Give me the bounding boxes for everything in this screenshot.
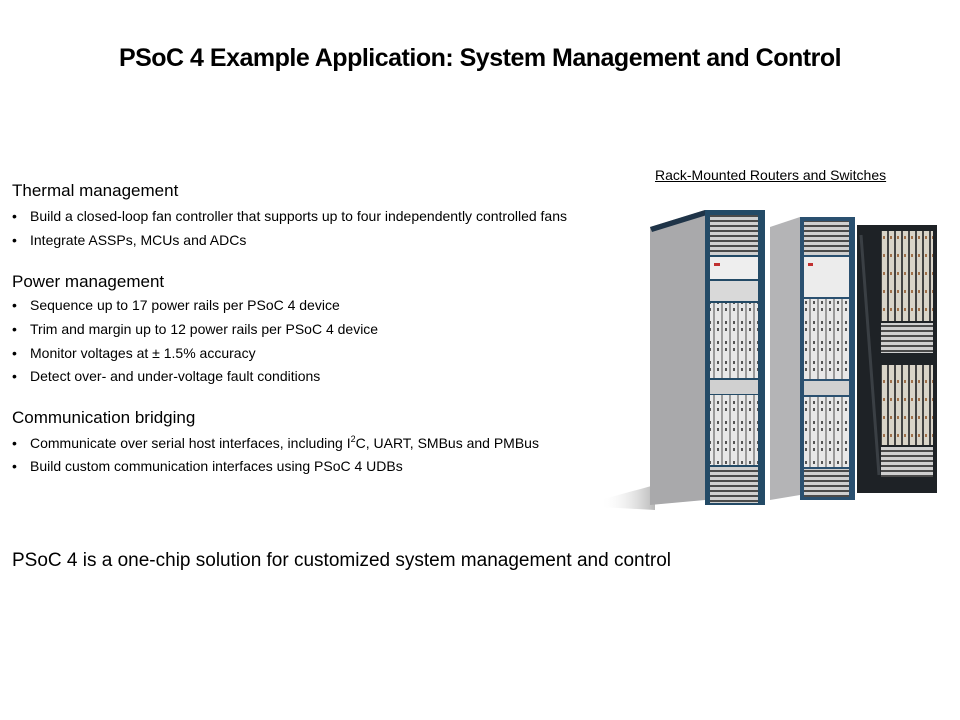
bullet-icon: • — [12, 458, 17, 474]
bullet-icon: • — [12, 208, 17, 224]
bullet-item: • Build a closed-loop fan controller that… — [12, 208, 567, 224]
bullet-item: • Build custom communication interfaces u… — [12, 458, 403, 474]
section-heading-communication: Communication bridging — [12, 408, 196, 427]
bullet-text: C, UART, SMBus and PMBus — [355, 435, 539, 451]
section-heading-thermal: Thermal management — [12, 181, 179, 200]
bullet-text: Integrate ASSPs, MCUs and ADCs — [30, 232, 247, 248]
bullet-item: • Monitor voltages at ± 1.5% accuracy — [12, 345, 256, 361]
section-heading-power: Power management — [12, 272, 165, 291]
rack-1-cards — [710, 303, 758, 378]
bullet-icon: • — [12, 297, 17, 313]
rack-1-vent — [710, 215, 758, 255]
image-caption: Rack-Mounted Routers and Switches — [655, 167, 887, 183]
rack-1-side — [650, 210, 705, 505]
rack-2-side — [770, 217, 800, 500]
bullet-text: Communicate over serial host interfaces,… — [30, 435, 351, 451]
bullet-item: • Trim and margin up to 12 power rails pe… — [12, 321, 378, 337]
bullet-icon: • — [12, 232, 17, 248]
bullet-item: • Integrate ASSPs, MCUs and ADCs — [12, 232, 246, 248]
bullet-item: • Sequence up to 17 power rails per PSoC … — [12, 297, 340, 313]
bullet-text: Detect over- and under-voltage fault con… — [30, 368, 321, 384]
bullet-text: Monitor voltages at ± 1.5% accuracy — [30, 345, 256, 361]
bullet-icon: • — [12, 321, 17, 337]
bullet-text: Build a closed-loop fan controller that … — [30, 208, 568, 224]
bullet-text: Trim and margin up to 12 power rails per… — [30, 321, 379, 337]
bullet-icon: • — [12, 368, 17, 384]
rack-mounted-routers-image — [600, 210, 937, 510]
rack-3-cards — [881, 231, 933, 321]
bullet-item: • Detect over- and under-voltage fault co… — [12, 368, 320, 384]
bullet-text: Sequence up to 17 power rails per PSoC 4… — [30, 297, 340, 313]
summary-statement: PSoC 4 is a one-chip solution for custom… — [12, 550, 671, 571]
bullet-icon: • — [12, 345, 17, 361]
floor-shadow — [600, 485, 655, 510]
superscript: 2 — [350, 434, 356, 444]
slide-title: PSoC 4 Example Application: System Manag… — [118, 44, 842, 72]
bullet-text: Build custom communication interfaces us… — [30, 458, 403, 474]
bullet-item: • Communicate over serial host interfaces… — [12, 434, 539, 451]
bullet-icon: • — [12, 435, 17, 451]
